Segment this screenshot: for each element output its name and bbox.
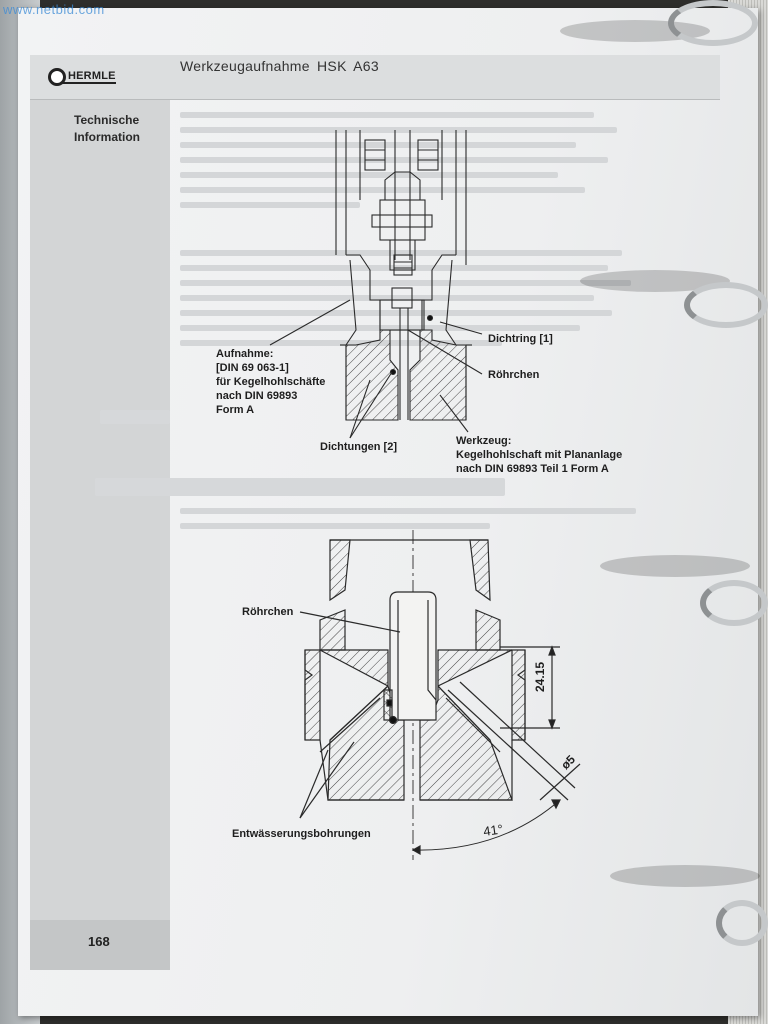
header-bar <box>30 55 720 100</box>
show-through-heading-bar-2 <box>95 478 505 505</box>
watermark: www.netbid.com <box>3 2 105 17</box>
label-werkzeug-1: Werkzeug: <box>456 435 511 447</box>
hermle-logo: HERMLE <box>48 66 122 88</box>
binder-ring-4 <box>716 900 768 946</box>
label-dimension-diameter: ø5 <box>558 752 578 772</box>
label-roehrchen-fig2: Röhrchen <box>242 606 294 618</box>
page-title: Werkzeugaufnahme HSK A63 <box>180 58 379 74</box>
label-angle: 41° <box>482 821 504 839</box>
label-werkzeug-2: Kegelhohlschaft mit Plananlage <box>456 449 622 461</box>
page-number: 168 <box>88 934 110 949</box>
label-aufnahme-5: Form A <box>216 404 254 416</box>
show-through-heading-bar <box>100 410 170 433</box>
logo-text: HERMLE <box>62 70 116 84</box>
sidebar-band <box>30 100 170 970</box>
label-aufnahme-1: Aufnahme: <box>216 348 273 360</box>
label-dichtring: Dichtring [1] <box>488 333 553 345</box>
figure1-spindle-section <box>269 130 483 439</box>
binder-ring-1 <box>668 0 758 46</box>
logo-ring-icon <box>48 68 66 86</box>
ring-shadow-4 <box>610 865 760 887</box>
label-aufnahme-3: für Kegelhohlschäfte <box>216 376 325 388</box>
label-aufnahme-2: [DIN 69 063-1] <box>216 362 289 374</box>
label-dichtungen: Dichtungen [2] <box>320 441 397 453</box>
label-entwaesserung: Entwässerungsbohrungen <box>232 828 371 840</box>
binder-ring-3 <box>700 580 768 626</box>
show-through-text-bottom <box>180 508 650 538</box>
label-roehrchen-fig1: Röhrchen <box>488 369 540 381</box>
sidebar-footer <box>30 920 170 970</box>
figure2-tube-detail <box>299 530 581 860</box>
label-dimension-height: 24.15 <box>533 662 547 692</box>
binder-ring-2 <box>684 282 768 328</box>
show-through-text-top <box>180 112 630 217</box>
section-label: Technische Information <box>74 112 140 146</box>
section-label-line2: Information <box>74 130 140 144</box>
ring-shadow-2 <box>580 270 730 292</box>
ring-shadow-3 <box>600 555 750 577</box>
section-label-line1: Technische <box>74 113 140 127</box>
label-werkzeug-3: nach DIN 69893 Teil 1 Form A <box>456 463 609 475</box>
label-aufnahme-4: nach DIN 69893 <box>216 390 297 402</box>
